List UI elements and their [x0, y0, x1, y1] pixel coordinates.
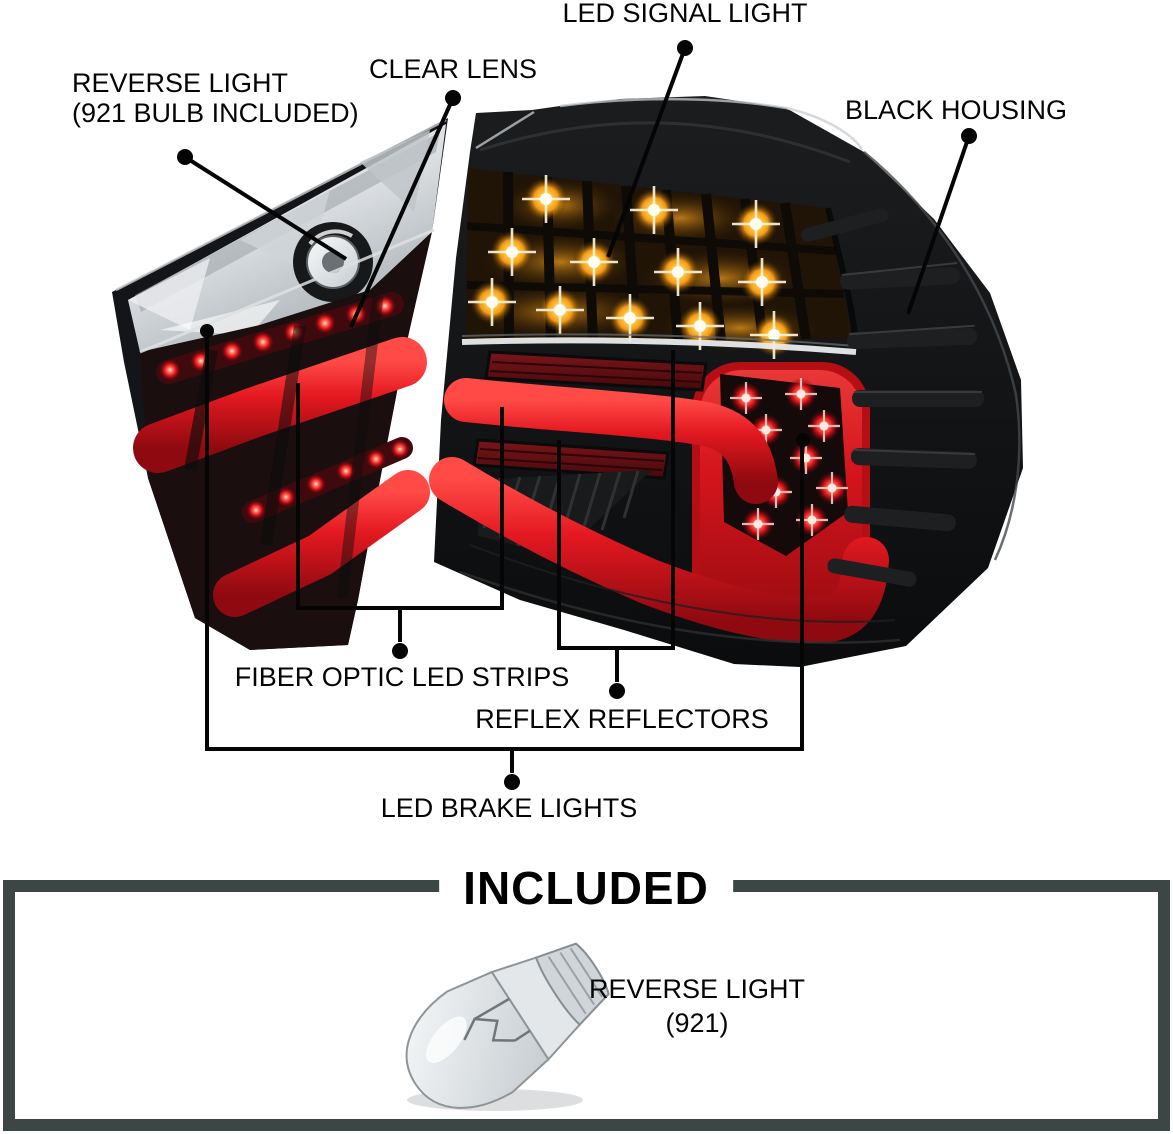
- left-lamp: [112, 118, 448, 650]
- fiber-optic-bracket: [296, 383, 504, 659]
- reverse-light-label-line2: (921 BULB INCLUDED): [72, 98, 359, 128]
- brake-light-strip-right: [429, 457, 889, 644]
- clear-lens-label: CLEAR LENS: [368, 54, 538, 84]
- reverse-light-leader: [177, 149, 348, 261]
- led-brake-label: LED BRAKE LIGHTS: [380, 793, 638, 823]
- included-bulb-caption-line2: (921): [665, 1008, 729, 1038]
- led-signal-grid: [466, 168, 852, 361]
- led-brake-bracket: [200, 324, 810, 790]
- fiber-optic-label: FIBER OPTIC LED STRIPS: [234, 662, 570, 692]
- reflex-reflectors-label: REFLEX REFLECTORS: [475, 704, 769, 734]
- chrome-strip: [461, 337, 857, 355]
- clear-lens-leader: [349, 90, 461, 328]
- black-housing-area: [801, 151, 1021, 587]
- black-housing-leader: [906, 128, 977, 315]
- fiber-optic-strip-right: [444, 378, 778, 504]
- reverse-bulb-socket: [293, 222, 373, 302]
- reverse-light-label-line1: REVERSE LIGHT: [72, 68, 289, 98]
- reflex-reflector-strips: [472, 350, 708, 480]
- left-led-row-upper: [159, 295, 396, 381]
- included-box-frame: [3, 880, 1170, 1131]
- led-signal-leader: [606, 40, 693, 258]
- signal-led-stars: [466, 173, 800, 361]
- callout-lines: [177, 40, 977, 790]
- included-section-title: INCLUDED: [439, 859, 733, 917]
- led-signal-label: LED SIGNAL LIGHT: [562, 0, 808, 28]
- black-housing-label: BLACK HOUSING: [844, 95, 1068, 125]
- left-led-row-lower: [246, 439, 410, 520]
- middle-lamp: [429, 96, 1023, 667]
- brake-light-strip-left: [213, 470, 430, 617]
- bulb-illustration: [405, 942, 610, 1111]
- reverse-light-label: REVERSE LIGHT (921 BULB INCLUDED): [72, 68, 359, 128]
- included-bulb-caption: REVERSE LIGHT (921): [589, 972, 805, 1040]
- reflex-reflectors-bracket: [557, 350, 675, 699]
- included-bulb-caption-line1: REVERSE LIGHT: [588, 974, 806, 1004]
